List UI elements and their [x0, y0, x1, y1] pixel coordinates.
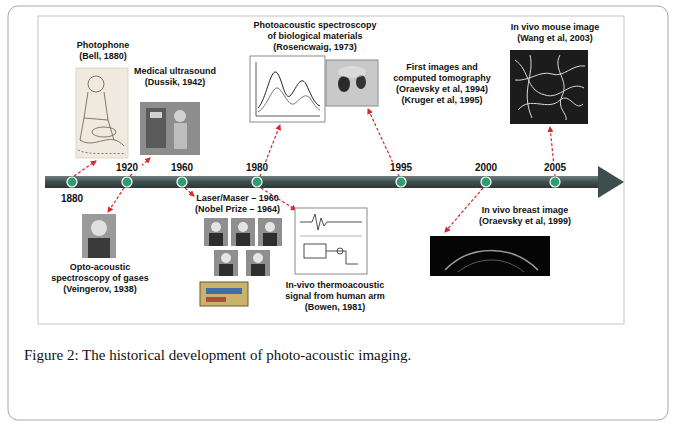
year-tick: 1960: [167, 162, 197, 174]
milestone-label: First images and computed tomography (Or…: [384, 62, 500, 106]
milestone-label: Photoacoustic spectroscopy of biological…: [250, 20, 380, 53]
year-tick: 2005: [540, 162, 570, 174]
figure-caption: Figure 2: The historical development of …: [24, 347, 411, 364]
milestone-label: Opto-acoustic spectroscopy of gases (Vei…: [45, 262, 155, 295]
milestone-label: Photophone (Bell, 1880): [66, 40, 140, 62]
year-tick: 1980: [242, 162, 272, 174]
milestone-label: In vivo breast image (Oraevsky et al, 19…: [470, 205, 580, 227]
year-tick: 1995: [386, 162, 416, 174]
milestone-label: Medical ultrasound (Dussik, 1942): [130, 66, 220, 88]
year-tick: 1920: [112, 162, 142, 174]
milestone-label: Laser/Maser – 1960 (Nobel Prize – 1964): [185, 193, 290, 215]
milestone-label: In-vivo thermoacoustic signal from human…: [280, 280, 390, 313]
year-tick: 1880: [57, 193, 87, 205]
year-tick: 2000: [471, 162, 501, 174]
milestone-label: In vivo mouse image (Wang et al, 2003): [505, 22, 605, 44]
